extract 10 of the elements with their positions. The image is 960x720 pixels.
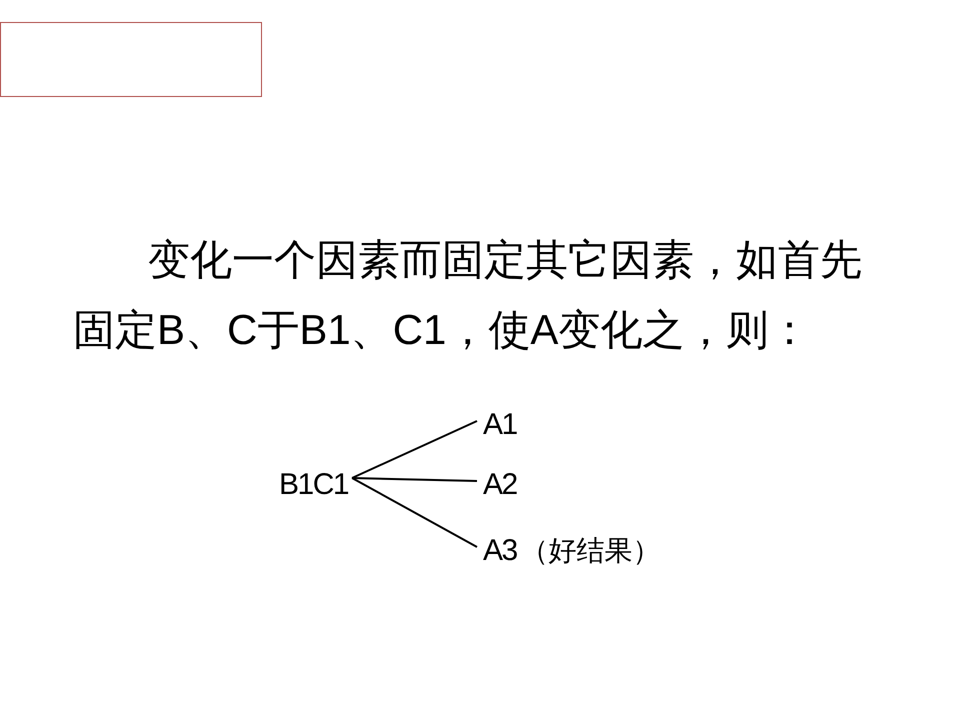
text-label: B1C1	[279, 467, 348, 503]
paragraph-text: 变化一个因素而固定其它因素，如首先固定B、C于B1、C1，使A变化之，则：	[73, 235, 863, 355]
annotation-text: （好结果）	[520, 535, 661, 566]
text-label: A3	[483, 534, 517, 567]
text-label: A1	[483, 407, 517, 443]
connector-line	[352, 477, 478, 482]
connector-line	[352, 477, 478, 548]
text-label: A2	[483, 467, 517, 503]
box-shape	[0, 22, 262, 97]
connector-line	[352, 420, 478, 479]
